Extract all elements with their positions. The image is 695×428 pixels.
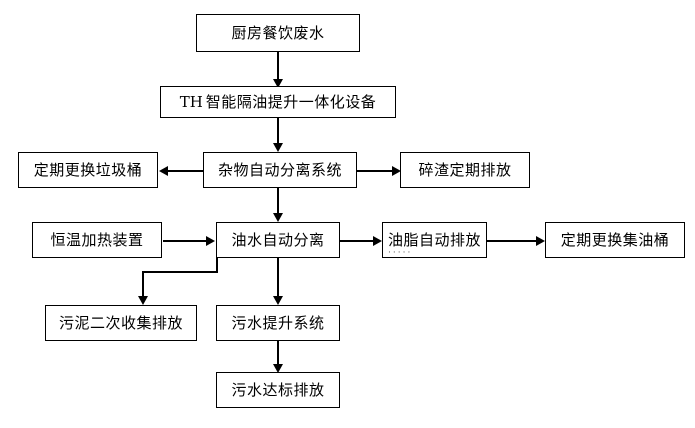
node-label: 碎渣定期排放 (418, 160, 512, 179)
edge-oilwater-to-sewagelift (277, 258, 279, 297)
edge-sewagelift-to-discharge (277, 341, 279, 365)
arrowhead-wastewater-to-equipment (273, 79, 283, 88)
arrowhead-equipment-to-separator (273, 143, 283, 152)
edge-separator-to-oilwater (277, 188, 279, 214)
node-label: 污水提升系统 (231, 313, 325, 332)
node-label: 定期更换垃圾桶 (33, 160, 143, 179)
node-sewage-standard-discharge[interactable]: 污水达标排放 (216, 372, 340, 408)
arrowhead-greasedischarge-to-oilbarrel (536, 236, 545, 246)
edge-oilwater-to-sludge-seg2 (142, 271, 218, 273)
edge-greasedischarge-to-oilbarrel (487, 240, 537, 242)
arrowhead-separator-to-debris (392, 166, 401, 176)
edge-wastewater-to-equipment (277, 52, 279, 80)
node-debris-auto-separation-system[interactable]: 杂物自动分离系统 (203, 152, 357, 188)
node-sewage-lifting-system[interactable]: 污水提升系统 (216, 305, 340, 341)
edge-separator-to-debris (357, 170, 393, 172)
node-replace-trash-bin[interactable]: 定期更换垃圾桶 (18, 152, 158, 188)
arrowhead-separator-to-oilwater (273, 213, 283, 222)
edge-oilwater-to-sludge-seg3 (142, 271, 144, 297)
node-label: 厨房餐饮废水 (231, 23, 325, 42)
node-label-prefix: TH (179, 92, 203, 111)
edge-separator-to-trashbin (168, 170, 206, 172)
node-label: 油脂自动排放 (387, 230, 481, 249)
node-label: 定期更换集油桶 (560, 230, 670, 249)
arrowhead-heater-to-oilwater (206, 236, 215, 246)
node-label: 恒温加热装置 (50, 230, 144, 249)
node-label: 智能隔油提升一体化设备 (205, 92, 377, 111)
node-kitchen-wastewater[interactable]: 厨房餐饮废水 (196, 14, 360, 52)
arrowhead-oilwater-to-sludge (138, 296, 148, 305)
node-label: 污水达标排放 (231, 380, 325, 399)
arrowhead-sewagelift-to-discharge (273, 364, 283, 373)
node-grease-auto-discharge[interactable]: 油脂自动排放 (382, 222, 487, 258)
scan-artifact-dots: ····· (388, 248, 413, 258)
node-debris-periodic-discharge[interactable]: 碎渣定期排放 (400, 152, 530, 188)
node-constant-temp-heater[interactable]: 恒温加热装置 (32, 222, 162, 258)
edge-equipment-to-separator (277, 118, 279, 144)
arrowhead-oilwater-to-greasedischarge (373, 236, 382, 246)
node-label: 油水自动分离 (231, 230, 325, 249)
node-sludge-secondary-collection-discharge[interactable]: 污泥二次收集排放 (45, 305, 197, 341)
node-oil-water-auto-separation[interactable]: 油水自动分离 (216, 222, 340, 258)
node-replace-oil-barrel[interactable]: 定期更换集油桶 (545, 222, 685, 258)
node-label: 污泥二次收集排放 (58, 313, 183, 332)
node-th-integrated-equipment[interactable]: TH 智能隔油提升一体化设备 (160, 86, 396, 118)
edge-oilwater-to-sludge-seg1 (216, 258, 218, 273)
node-label: 杂物自动分离系统 (217, 160, 342, 179)
arrowhead-separator-to-trashbin (159, 166, 168, 176)
arrowhead-oilwater-to-sewagelift (273, 296, 283, 305)
edge-oilwater-to-greasedischarge (340, 240, 375, 242)
edge-heater-to-oilwater (163, 240, 208, 242)
